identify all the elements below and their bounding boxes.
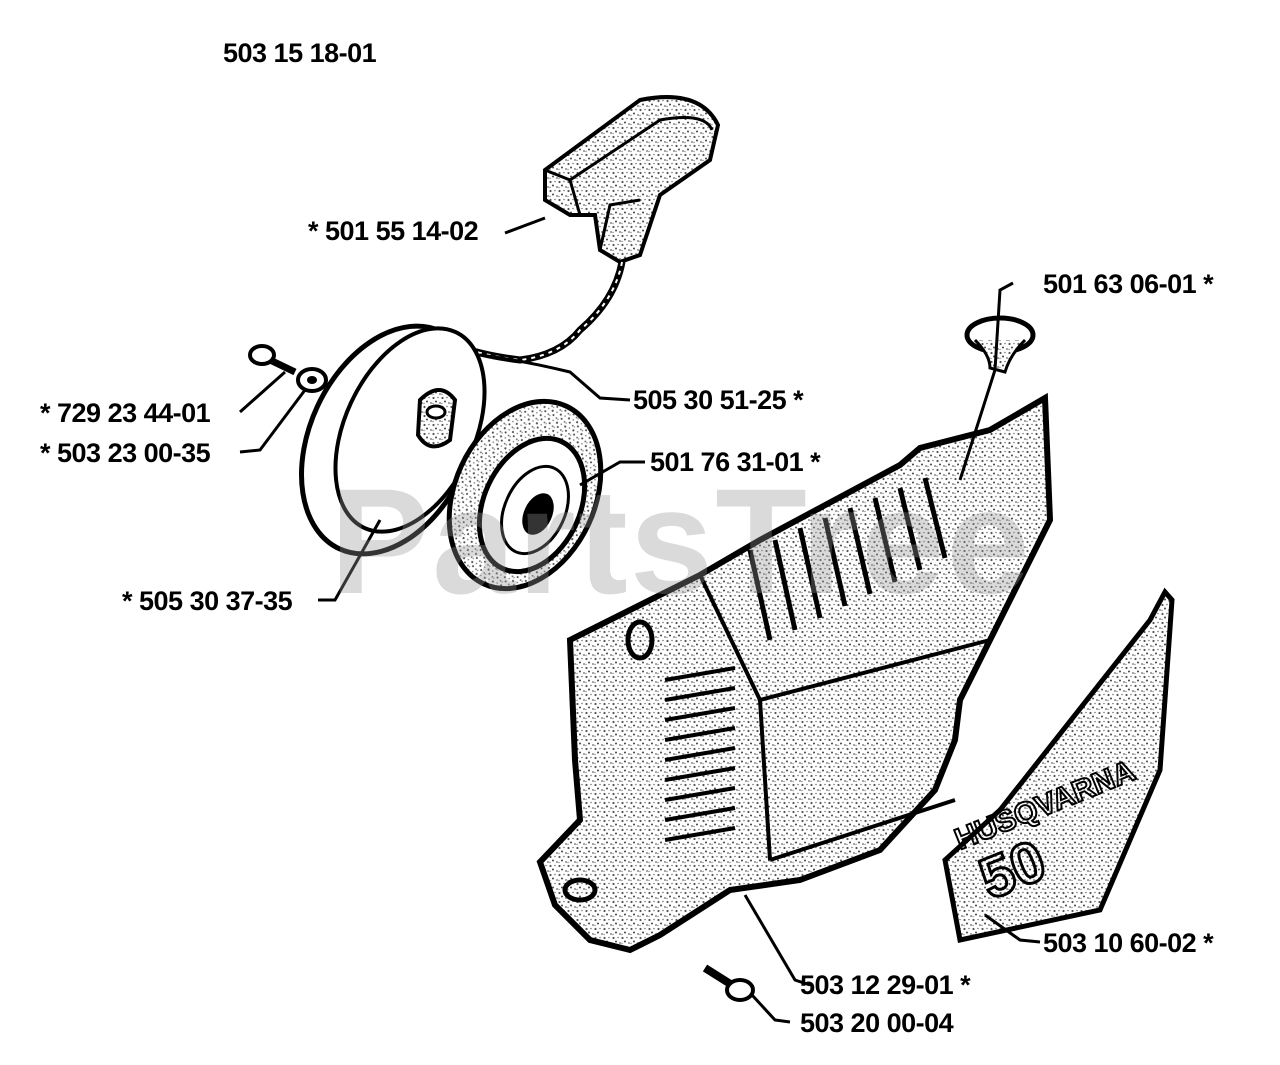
part-label[interactable]: * 505 30 37-35 xyxy=(122,586,293,616)
part-label[interactable]: 501 63 06-01 * xyxy=(1043,269,1214,299)
cover-screw[interactable] xyxy=(702,964,755,1002)
plug[interactable] xyxy=(964,315,1036,374)
washer[interactable] xyxy=(296,367,328,393)
screw[interactable] xyxy=(248,344,297,376)
part-number: 503 10 60-02 xyxy=(1043,928,1197,958)
part-label[interactable]: 505 30 51-25 * xyxy=(633,385,804,415)
part-number: 729 23 44-01 xyxy=(57,398,211,428)
spring-housing[interactable] xyxy=(420,377,630,614)
part-number: 503 20 00-04 xyxy=(800,1008,954,1038)
part-number: 505 30 51-25 xyxy=(633,385,787,415)
part-number: 503 23 00-35 xyxy=(57,438,211,468)
part-number: 501 63 06-01 xyxy=(1043,269,1197,299)
starter-handle[interactable] xyxy=(543,95,721,265)
part-label[interactable]: * 503 23 00-35 xyxy=(40,438,211,468)
assembly-number: 503 15 18-01 xyxy=(223,38,377,68)
part-label[interactable]: 503 12 29-01 * xyxy=(800,970,971,1000)
starter-rope[interactable] xyxy=(453,261,626,364)
part-number: 501 76 31-01 xyxy=(650,447,804,477)
part-label[interactable]: 501 76 31-01 * xyxy=(650,447,821,477)
part-number: 505 30 37-35 xyxy=(139,586,293,616)
part-label[interactable]: * 729 23 44-01 xyxy=(40,398,211,428)
leader-lines xyxy=(239,216,1041,1024)
watermark: PartsTree xyxy=(330,457,1032,625)
part-label[interactable]: 503 20 00-04 xyxy=(800,1008,954,1038)
part-label[interactable]: 503 10 60-02 * xyxy=(1043,928,1214,958)
part-number: 503 12 29-01 xyxy=(800,970,954,1000)
part-label[interactable]: * 501 55 14-02 xyxy=(308,216,479,246)
starter-cover[interactable] xyxy=(536,392,1054,954)
part-number: 501 55 14-02 xyxy=(325,216,479,246)
